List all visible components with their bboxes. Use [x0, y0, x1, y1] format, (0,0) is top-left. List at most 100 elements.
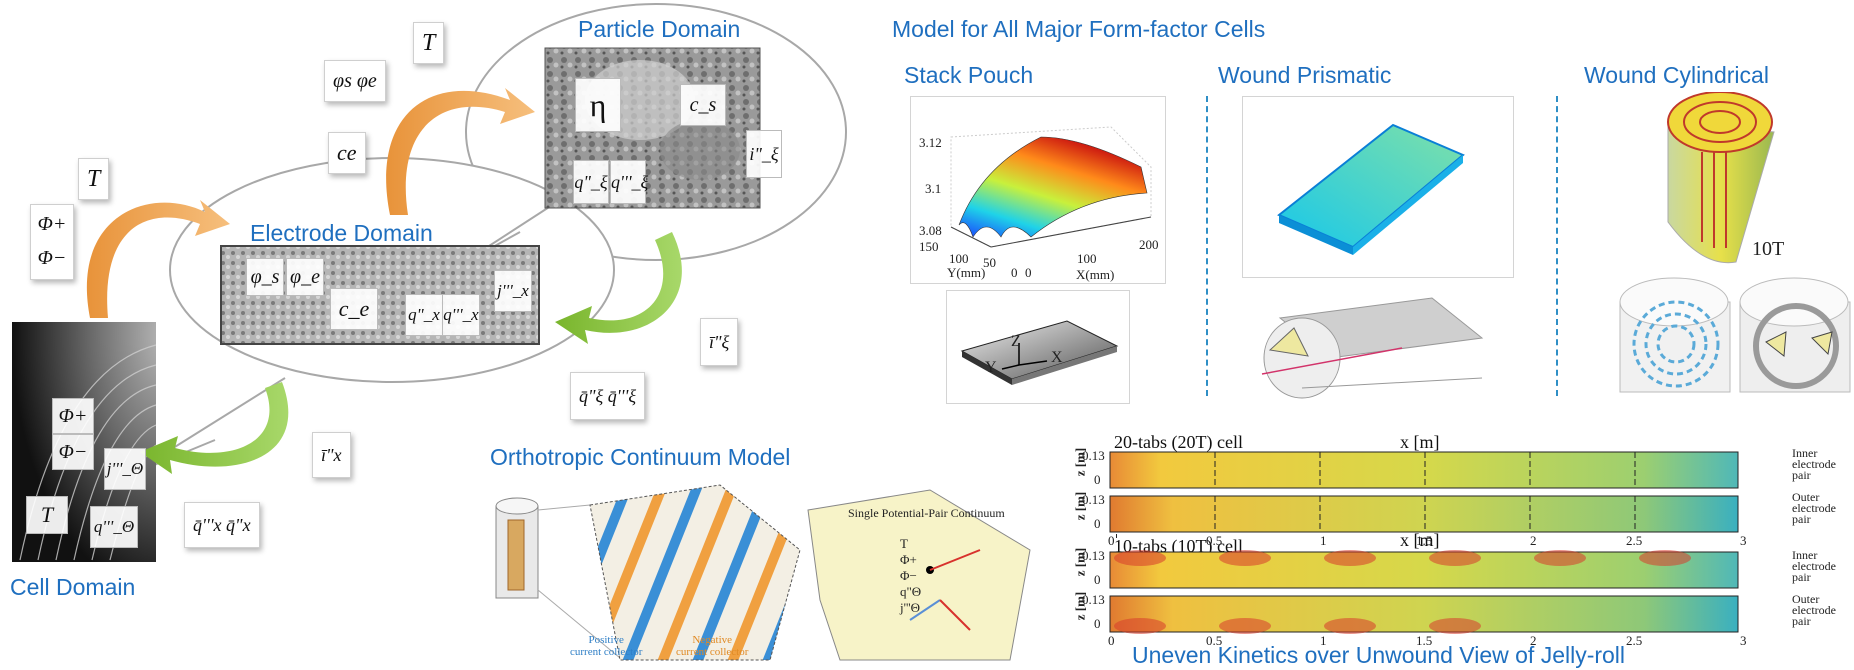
z-tick-b1: 0.13: [1082, 492, 1105, 507]
x-tick-top-6: 3: [1740, 533, 1747, 548]
phie-symbol: φ_e: [286, 258, 324, 296]
label-10T: 10T: [1752, 238, 1785, 260]
y-tick-2: 100: [949, 251, 969, 266]
x-tick-3: 200: [1139, 237, 1159, 252]
arrow-green-right: [555, 232, 682, 344]
axis-y-label: Y: [985, 359, 997, 376]
uneven-kinetics-title: Uneven Kinetics over Unwound View of Jel…: [1132, 642, 1626, 668]
x-tick-2: 100: [1077, 251, 1097, 266]
inner-pair-label-1: Inner electrode pair: [1792, 446, 1836, 482]
T-cell-symbol: T: [26, 496, 68, 534]
particle-domain-title: Particle Domain: [578, 16, 741, 42]
spp-j-theta: j'''Θ: [900, 600, 921, 615]
ce-symbol: c_e: [330, 288, 378, 330]
x-tick-bot-3: 1.5: [1416, 633, 1433, 648]
z-tick-a1: 0.13: [1082, 448, 1105, 463]
q-theta-symbol: q'''_Θ: [90, 506, 138, 548]
phis-phie-float-symbol: φs φe: [324, 60, 386, 102]
x-tick-top-4: 2: [1530, 533, 1537, 548]
x-tick-top-3: 1.5: [1416, 533, 1433, 548]
i-x-float-symbol: ī"x: [312, 432, 351, 478]
orthotropic-diagram: [495, 484, 1031, 661]
outer-pair-label-1: Outer electrode pair: [1792, 490, 1836, 526]
y-tick-4: 0: [1011, 265, 1018, 280]
phi-plus-symbol: Φ+: [52, 398, 94, 434]
x-tick-bot-0: 0: [1108, 633, 1115, 648]
z-tick-a2: 0: [1094, 472, 1101, 487]
axis-z-label: Z: [1011, 333, 1021, 350]
divider-1: [1206, 96, 1208, 396]
x-tick-top-2: 1: [1320, 533, 1327, 548]
axis-x-label: X: [1051, 349, 1063, 366]
negative-collector-label: Negative current collector: [676, 634, 749, 658]
j-theta-symbol: j'''_Θ: [104, 448, 146, 490]
divider-2: [1556, 96, 1558, 396]
z-tick-d1: 0.13: [1082, 592, 1105, 607]
unwound-strip-plots: [1109, 451, 1739, 634]
i-xi-float-symbol: ī"ξ: [700, 318, 739, 366]
i-xi-symbol: i"_ξ: [746, 130, 782, 178]
x-tick-bot-5: 2.5: [1626, 633, 1643, 648]
z-tick-b2: 0: [1094, 516, 1101, 531]
T-top-symbol: T: [413, 22, 445, 64]
prismatic-sketch: [1252, 288, 1514, 406]
spp-title: Single Potential-Pair Continuum: [848, 506, 1005, 520]
cylindrical-sketch: [1616, 272, 1852, 396]
z-tick-c2: 0: [1094, 572, 1101, 587]
x-tick-1: 0: [1025, 265, 1032, 280]
jx-symbol: j'''_x: [494, 270, 532, 312]
ce-float-symbol: ce: [328, 132, 366, 174]
spp-T: T: [900, 536, 908, 551]
cell20-label: 20-tabs (20T) cell: [1114, 432, 1243, 452]
arrow-orange-left: [86, 200, 230, 318]
cell-domain-title: Cell Domain: [10, 574, 136, 600]
z-tick-d2: 0: [1094, 616, 1101, 631]
x-axis-label: X(mm): [1076, 267, 1115, 282]
q-xi-pair-float-symbol: q̄"ξ q̄'''ξ: [570, 372, 646, 420]
x-tick-top-1: 0.5: [1206, 533, 1223, 548]
z-tick-2: 3.1: [925, 181, 942, 196]
spp-phi-minus: Φ−: [900, 568, 917, 583]
xm-label-bottom: x [m]: [1400, 530, 1440, 550]
z-tick-c1: 0.13: [1082, 548, 1105, 563]
positive-collector-label: Positive current collector: [570, 634, 643, 658]
z-tick-3: 3.08: [919, 223, 942, 238]
form-factor-title: Model for All Major Form-factor Cells: [892, 16, 1266, 42]
eta-symbol: η: [575, 78, 621, 132]
cs-symbol: c_s: [680, 84, 726, 126]
z-tick-1: 3.12: [919, 135, 942, 150]
q3x-symbol: q'''_x: [442, 294, 480, 336]
phis-symbol: φ_s: [246, 258, 284, 296]
wound-prismatic-title: Wound Prismatic: [1218, 62, 1392, 88]
y-tick-3: 50: [983, 255, 996, 270]
electrode-domain-title: Electrode Domain: [250, 220, 433, 246]
wound-cylindrical-title: Wound Cylindrical: [1584, 62, 1769, 88]
arrow-orange-top: [386, 88, 535, 215]
spp-q-theta: q"Θ: [900, 584, 922, 599]
q-x-pair-float-symbol: q̄'''x q̄"x: [184, 502, 260, 548]
prismatic-plot: [1242, 96, 1514, 278]
inner-pair-label-2: Inner electrode pair: [1792, 548, 1836, 584]
q3-xi-symbol: q'''_ξ: [610, 160, 648, 204]
T-left-symbol: T: [78, 158, 110, 200]
orthotropic-title: Orthotropic Continuum Model: [490, 444, 791, 470]
arrow-green-bottom: [140, 382, 289, 474]
qx-symbol: q"_x: [405, 294, 443, 336]
phi-pm-float-symbol: Φ+ Φ−: [30, 204, 74, 280]
y-axis-label: Y(mm): [947, 265, 986, 280]
phi-minus-symbol: Φ−: [52, 434, 94, 470]
x-tick-bot-1: 0.5: [1206, 633, 1223, 648]
x-tick-bot-6: 3: [1740, 633, 1747, 648]
q-xi-symbol: q"_ξ: [573, 160, 609, 204]
spp-phi-plus: Φ+: [900, 552, 917, 567]
x-tick-top-5: 2.5: [1626, 533, 1643, 548]
x-tick-bot-4: 2: [1530, 633, 1537, 648]
xm-label-top: x [m]: [1400, 432, 1440, 452]
pouch-3d-plot: 3.12 3.1 3.08 150 100 50 0 0 100 200 Y(m…: [910, 96, 1166, 284]
y-tick-1: 150: [919, 239, 939, 254]
cylindrical-plot: [1662, 91, 1798, 270]
outer-pair-label-2: Outer electrode pair: [1792, 592, 1836, 628]
pouch-sketch: Y Z X: [946, 290, 1130, 404]
x-tick-top-0: 0: [1108, 533, 1115, 548]
x-tick-bot-2: 1: [1320, 633, 1327, 648]
